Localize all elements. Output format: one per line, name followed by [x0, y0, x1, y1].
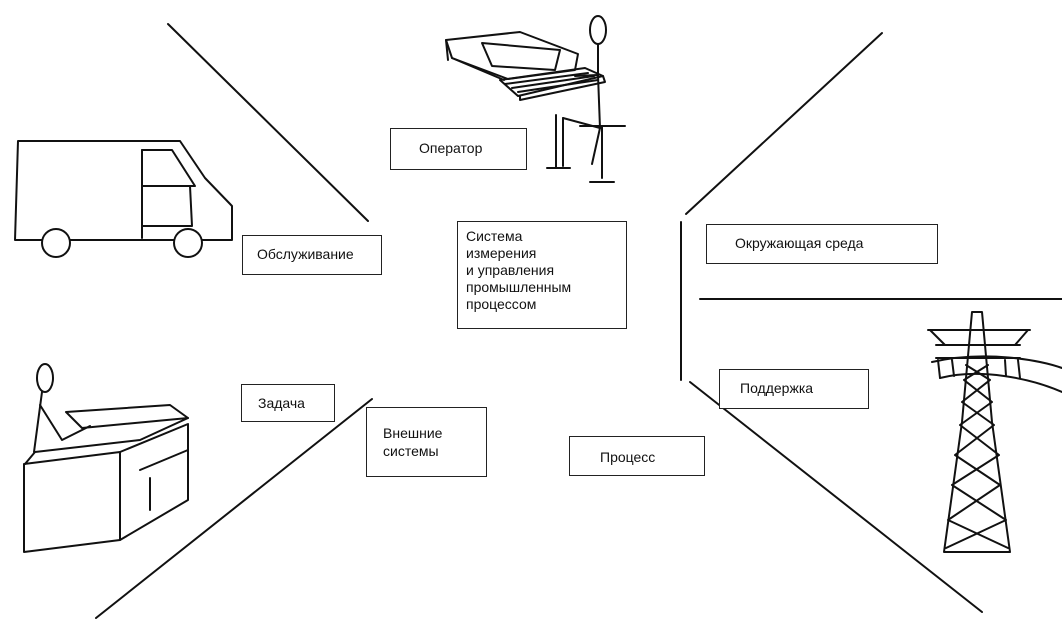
task-label: Задача [258, 395, 305, 411]
operator-box: Оператор [390, 128, 527, 170]
operator-computer-icon [445, 15, 626, 183]
task-box: Задача [241, 384, 335, 422]
divider-top-right [685, 32, 883, 215]
service-label: Обслуживание [257, 246, 354, 262]
environment-box: Окружающая среда [706, 224, 938, 264]
system-label: Система измерения и управления промышлен… [466, 228, 572, 312]
external-systems-label: Внешние системы [383, 425, 443, 459]
power-tower-icon [927, 311, 1062, 553]
support-label: Поддержка [740, 380, 814, 396]
process-label: Процесс [600, 449, 656, 465]
divider-bottom-left [95, 398, 373, 619]
worker-desk-icon [23, 363, 189, 553]
operator-label: Оператор [419, 140, 483, 156]
system-box: Система измерения и управления промышлен… [457, 221, 627, 329]
support-box: Поддержка [719, 369, 869, 409]
divider-top-left [167, 23, 369, 222]
divider-bottom-right [689, 381, 983, 613]
external-systems-box: Внешние системы [366, 407, 487, 477]
service-box: Обслуживание [242, 235, 382, 275]
service-van-icon [14, 140, 233, 258]
environment-label: Окружающая среда [735, 235, 864, 251]
process-box: Процесс [569, 436, 705, 476]
